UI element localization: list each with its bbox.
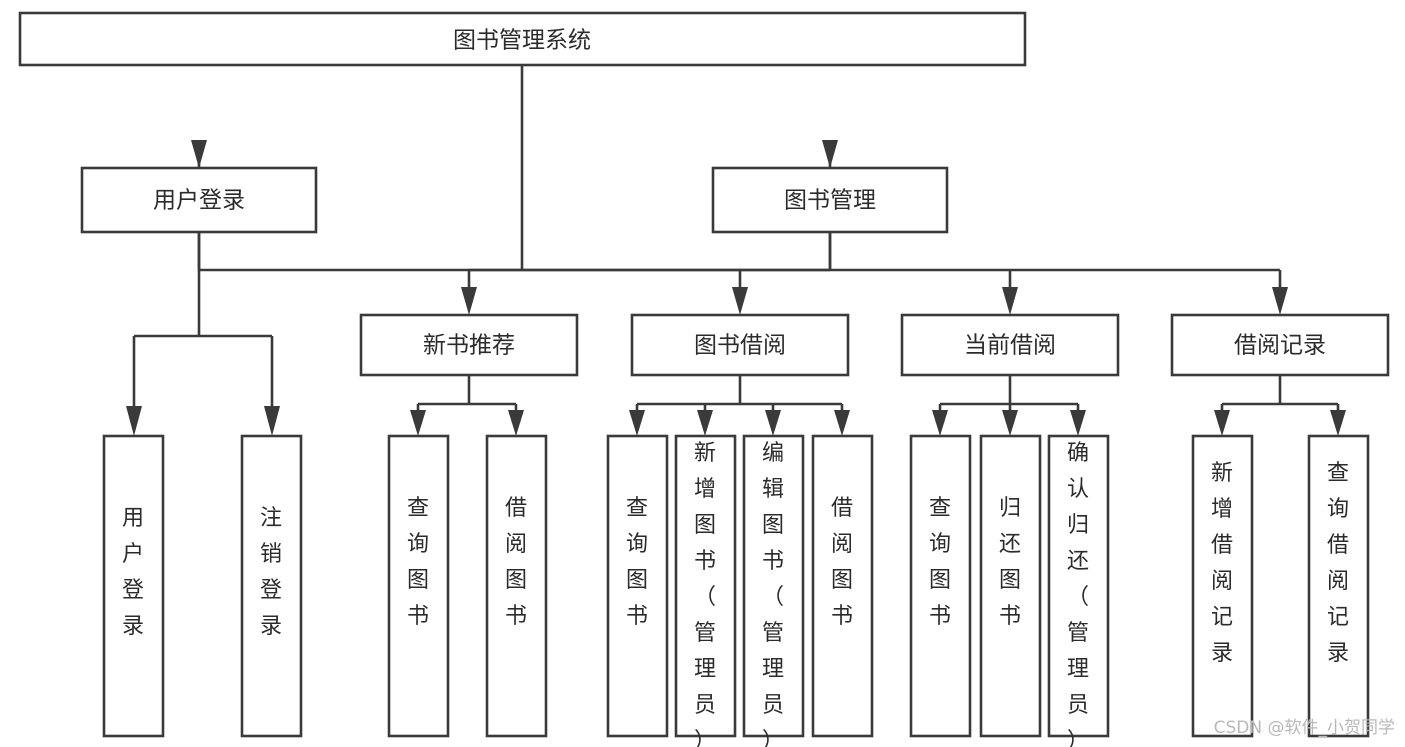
leaf-current-return-box[interactable] xyxy=(979,434,1042,738)
arrow-record xyxy=(1272,287,1288,315)
csdn-watermark: CSDN @软件_小贺同学 xyxy=(1214,718,1395,738)
leaf-node-borrow-add[interactable]: 新增图书（管理员） xyxy=(674,434,737,747)
node-user-login-label: 用户登录 xyxy=(153,188,245,214)
leaf-node-logout[interactable]: 注销登录 xyxy=(240,434,303,738)
leaf-record-query-box[interactable] xyxy=(1307,434,1370,738)
arrow-current-leaf-1 xyxy=(932,410,948,436)
leaf-record-add-label: 新增借阅记录 xyxy=(1211,461,1233,666)
leaf-newbook-query-label: 查询图书 xyxy=(407,496,429,629)
node-new-book-recommend-label: 新书推荐 xyxy=(423,333,515,359)
node-borrow-record[interactable]: 借阅记录 xyxy=(1170,313,1390,377)
leaf-borrow-edit-label: 编辑图书（管理员） xyxy=(762,441,784,747)
leaf-node-borrow-action[interactable]: 借阅图书 xyxy=(811,434,874,738)
leaf-node-user-login-action[interactable]: 用户登录 xyxy=(102,434,165,738)
node-current-borrow[interactable]: 当前借阅 xyxy=(900,313,1120,377)
arrow-newbook-leaf-1 xyxy=(410,410,426,436)
leaf-record-query-label: 查询借阅记录 xyxy=(1327,461,1349,666)
node-book-borrow-label: 图书借阅 xyxy=(694,333,786,359)
leaf-borrow-query-box[interactable] xyxy=(606,434,669,738)
node-user-login[interactable]: 用户登录 xyxy=(80,166,318,234)
node-current-borrow-box[interactable] xyxy=(900,313,1120,377)
node-root-label: 图书管理系统 xyxy=(453,28,591,54)
edges-layer xyxy=(126,65,1346,436)
leaf-record-add-box[interactable] xyxy=(1191,434,1254,738)
arrow-current xyxy=(1002,287,1018,315)
arrow-newbook-leaf-2 xyxy=(508,410,524,436)
leaf-newbook-borrow-box[interactable] xyxy=(485,434,548,738)
node-book-management-label: 图书管理 xyxy=(784,188,876,214)
leaf-node-borrow-edit[interactable]: 编辑图书（管理员） xyxy=(742,434,805,747)
arrow-borrow-leaf-1 xyxy=(629,410,645,436)
leaf-current-confirm-box[interactable] xyxy=(1047,434,1110,738)
arrow-borrow-leaf-2 xyxy=(697,410,713,436)
arrow-record-leaf-2 xyxy=(1330,410,1346,436)
leaf-node-current-return[interactable]: 归还图书 xyxy=(979,434,1042,738)
arrow-borrow-leaf-3 xyxy=(765,410,781,436)
leaf-current-confirm-label: 确认归还（管理员） xyxy=(1067,441,1089,747)
leaf-borrow-query-label: 查询图书 xyxy=(626,496,648,629)
arrow-borrow xyxy=(732,287,748,315)
node-current-borrow-label: 当前借阅 xyxy=(964,333,1056,359)
leaf-logout-label: 注销登录 xyxy=(260,506,282,639)
leaf-borrow-add-box[interactable] xyxy=(674,434,737,738)
leaf-node-borrow-query[interactable]: 查询图书 xyxy=(606,434,669,738)
node-root[interactable]: 图书管理系统 xyxy=(18,11,1027,67)
leaf-newbook-borrow-label: 借阅图书 xyxy=(505,496,527,629)
arrow-newbook xyxy=(461,287,477,315)
leaf-borrow-action-label: 借阅图书 xyxy=(831,496,853,629)
leaf-user-login-label: 用户登录 xyxy=(122,506,144,639)
leaf-node-newbook-borrow[interactable]: 借阅图书 xyxy=(485,434,548,738)
leaf-current-query-box[interactable] xyxy=(909,434,972,738)
node-book-management-box[interactable] xyxy=(711,166,949,234)
leaf-node-record-add[interactable]: 新增借阅记录 xyxy=(1191,434,1254,738)
node-new-book-recommend[interactable]: 新书推荐 xyxy=(359,313,579,377)
node-book-borrow-box[interactable] xyxy=(630,313,850,377)
arrow-current-leaf-2 xyxy=(1002,410,1018,436)
arrow-record-leaf-1 xyxy=(1214,410,1230,436)
leaf-borrow-add-label: 新增图书（管理员） xyxy=(694,441,716,747)
arrow-book-manage xyxy=(822,140,838,168)
node-root-box[interactable] xyxy=(18,11,1027,67)
leaf-borrow-edit-box[interactable] xyxy=(742,434,805,738)
node-new-book-recommend-box[interactable] xyxy=(359,313,579,377)
leaf-logout-box[interactable] xyxy=(240,434,303,738)
arrow-borrow-leaf-4 xyxy=(834,410,850,436)
arrow-current-leaf-3 xyxy=(1070,410,1086,436)
leaf-node-current-confirm[interactable]: 确认归还（管理员） xyxy=(1047,434,1110,747)
arrow-leaf-user-login xyxy=(126,406,142,436)
leaf-current-query-label: 查询图书 xyxy=(929,496,951,629)
node-book-borrow[interactable]: 图书借阅 xyxy=(630,313,850,377)
node-book-management[interactable]: 图书管理 xyxy=(711,166,949,234)
leaf-current-return-label: 归还图书 xyxy=(999,496,1021,629)
arrow-leaf-logout xyxy=(264,406,280,436)
leaf-node-current-query[interactable]: 查询图书 xyxy=(909,434,972,738)
node-borrow-record-label: 借阅记录 xyxy=(1234,333,1326,359)
leaf-node-newbook-query[interactable]: 查询图书 xyxy=(387,434,450,738)
leaf-newbook-query-box[interactable] xyxy=(387,434,450,738)
leaf-node-record-query[interactable]: 查询借阅记录 xyxy=(1307,434,1370,738)
leaf-borrow-action-box[interactable] xyxy=(811,434,874,738)
arrow-user-login xyxy=(191,140,207,168)
node-borrow-record-box[interactable] xyxy=(1170,313,1390,377)
node-user-login-box[interactable] xyxy=(80,166,318,234)
leaf-user-login-box[interactable] xyxy=(102,434,165,738)
